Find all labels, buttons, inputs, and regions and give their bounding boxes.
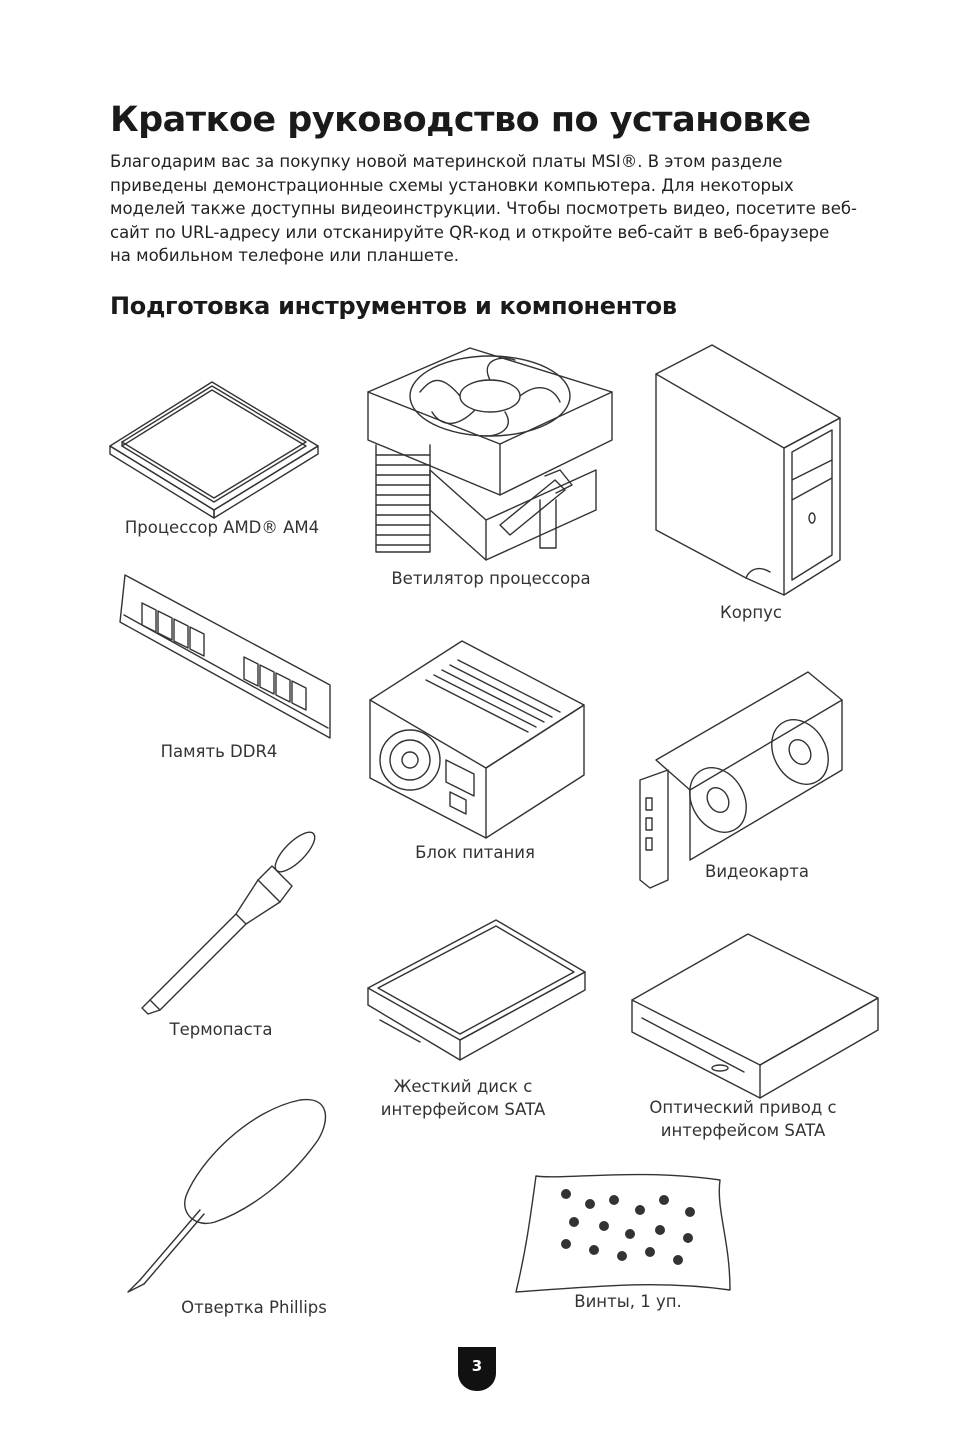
intro-line: Благодарим вас за покупку новой материнс… [110, 152, 783, 171]
page-number: 3 [471, 1357, 483, 1375]
memory-illustration [120, 575, 330, 738]
cpu-illustration [110, 382, 318, 518]
label-odd-line: Оптический привод с [649, 1098, 837, 1117]
psu-illustration [370, 641, 584, 838]
label-hdd-line: интерфейсом SATA [380, 1100, 546, 1119]
intro-paragraph: Благодарим вас за покупку новой материнс… [110, 150, 870, 268]
label-memory: Память DDR4 [160, 742, 278, 761]
intro-line: сайт по URL-адресу или отсканируйте QR-к… [110, 222, 830, 242]
label-case: Корпус [720, 603, 782, 622]
section-title: Подготовка инструментов и компонентов [110, 292, 677, 320]
intro-line: приведены демонстрационные схемы установ… [110, 175, 794, 195]
gpu-illustration [640, 672, 842, 888]
thermal-paste-illustration [142, 827, 320, 1014]
page-number-badge [458, 1347, 496, 1391]
label-cpu: Процессор AMD® AM4 [124, 518, 320, 537]
label-odd-line: интерфейсом SATA [660, 1121, 826, 1140]
intro-line: моделей также доступны видеоинструкции. … [110, 199, 858, 218]
label-cpu-cooler: Ветилятор процессора [391, 569, 591, 588]
cpu-cooler-illustration [368, 348, 612, 560]
label-gpu: Видеокарта [705, 862, 809, 881]
label-screws: Винты, 1 уп. [574, 1292, 682, 1311]
intro-line: на мобильном телефоне или планшете. [110, 246, 460, 265]
screws-illustration [516, 1175, 730, 1292]
page-title: Краткое руководство по установке [110, 100, 811, 140]
screwdriver-illustration [128, 1100, 325, 1292]
label-hdd-line: Жесткий диск с [393, 1077, 533, 1096]
hdd-illustration [368, 920, 585, 1060]
label-screwdriver: Отвертка Phillips [181, 1298, 327, 1317]
optical-drive-illustration [632, 934, 878, 1098]
pc-case-illustration [656, 345, 840, 595]
label-thermal-paste: Термопаста [169, 1020, 273, 1039]
label-psu: Блок питания [415, 843, 535, 862]
label-hdd: Жесткий диск с интерфейсом SATA [381, 1075, 545, 1121]
label-optical-drive: Оптический привод с интерфейсом SATA [649, 1096, 836, 1142]
